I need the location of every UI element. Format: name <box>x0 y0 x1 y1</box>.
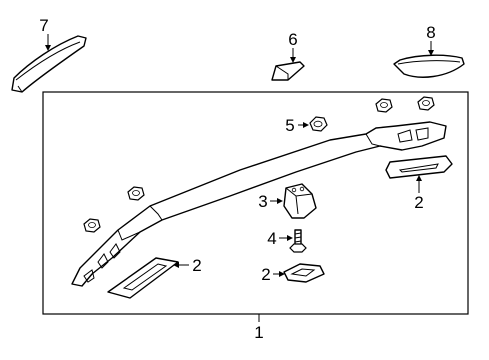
bracket-part[interactable] <box>283 183 317 219</box>
nut-rear-left <box>375 98 393 113</box>
callout-5: 5 <box>285 116 294 135</box>
pad-front[interactable] <box>107 257 179 299</box>
callout-4: 4 <box>267 229 276 248</box>
callout-7: 7 <box>39 16 48 35</box>
nut-part[interactable] <box>309 116 328 132</box>
nut-front-left <box>83 218 101 233</box>
rear-end-cover[interactable] <box>393 54 465 78</box>
callout-1: 1 <box>254 323 263 342</box>
assembly-frame <box>42 91 469 315</box>
clip-part[interactable] <box>271 61 305 81</box>
pad-center[interactable] <box>283 263 325 283</box>
bolt-part[interactable] <box>289 229 307 253</box>
callout-2-front: 2 <box>192 256 201 275</box>
pad-rear[interactable] <box>385 155 453 179</box>
callout-3: 3 <box>258 192 267 211</box>
callout-2-rear: 2 <box>414 193 423 212</box>
nut-rear-right <box>417 96 435 111</box>
nut-front-middle <box>127 186 145 201</box>
front-end-cover[interactable] <box>11 35 87 93</box>
callout-6: 6 <box>288 30 297 49</box>
callout-2-center: 2 <box>261 265 270 284</box>
callout-8: 8 <box>426 23 435 42</box>
roof-rail[interactable] <box>71 121 447 287</box>
